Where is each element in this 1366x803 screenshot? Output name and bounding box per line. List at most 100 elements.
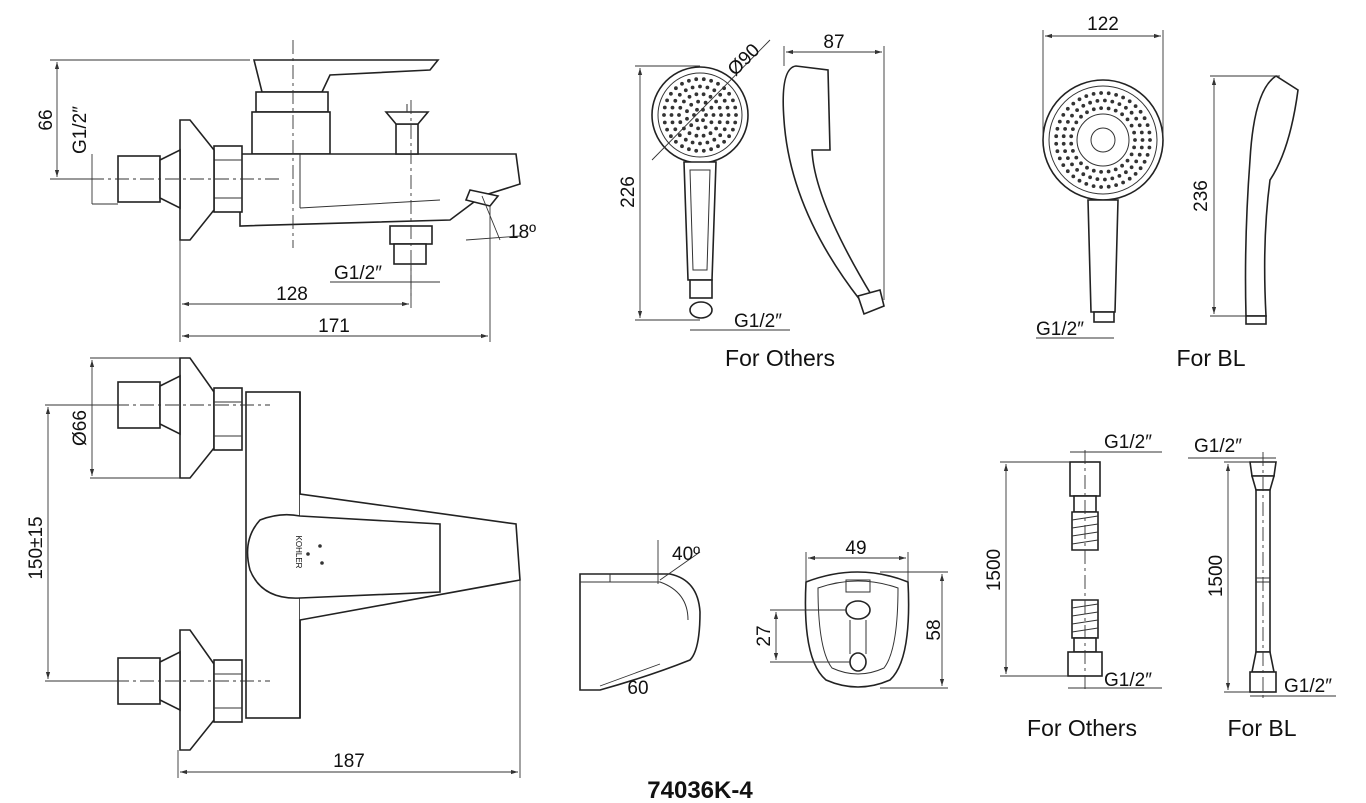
nozzle-dot bbox=[725, 120, 730, 125]
nozzle-dot bbox=[1129, 123, 1134, 128]
nozzle-dot bbox=[709, 105, 714, 110]
nozzle-dot bbox=[1091, 107, 1096, 112]
dim-hose-bl-thread-bottom: G1/2″ bbox=[1284, 676, 1332, 697]
nozzle-dot bbox=[696, 99, 700, 104]
nozzle-dot bbox=[1124, 105, 1128, 110]
nozzle-dot bbox=[1091, 184, 1096, 189]
nozzle-dot bbox=[694, 92, 699, 97]
nozzle-dot bbox=[709, 78, 713, 83]
nozzle-dot bbox=[1065, 169, 1070, 174]
dim-handshower-others-thread: G1/2″ bbox=[734, 311, 782, 332]
nozzle-dot bbox=[717, 105, 722, 110]
dim-holder-hole-spacing: 27 bbox=[754, 625, 775, 646]
nozzle-dot bbox=[1124, 170, 1128, 175]
dim-hose-others-thread-top: G1/2″ bbox=[1104, 432, 1152, 453]
nozzle-dot bbox=[1061, 163, 1066, 168]
nozzle-dot bbox=[734, 113, 738, 117]
nozzle-dot bbox=[698, 84, 702, 89]
nozzle-dot bbox=[703, 125, 708, 130]
handshower-others-front bbox=[635, 39, 790, 331]
dim-handshower-others-depth: 87 bbox=[823, 32, 844, 53]
nozzle-dot bbox=[1085, 165, 1089, 170]
nozzle-dot bbox=[719, 113, 723, 117]
nozzle-dot bbox=[1125, 158, 1130, 163]
nozzle-dot bbox=[1071, 149, 1075, 153]
nozzle-dot bbox=[1139, 130, 1144, 135]
nozzle-dot bbox=[695, 107, 699, 112]
nozzle-dot bbox=[1088, 175, 1092, 180]
nozzle-dot bbox=[1099, 91, 1103, 95]
hose-bl bbox=[1188, 452, 1336, 700]
nozzle-dot bbox=[701, 148, 706, 153]
nozzle-dot bbox=[725, 105, 730, 110]
kohler-logo: KOHLER bbox=[294, 536, 303, 569]
nozzle-dot bbox=[1121, 95, 1125, 100]
nozzle-dot bbox=[685, 116, 689, 121]
nozzle-dot bbox=[1106, 106, 1111, 111]
nozzle-dot bbox=[1071, 127, 1075, 131]
nozzle-dot bbox=[1147, 130, 1152, 135]
nozzle-dot bbox=[674, 139, 678, 144]
label-hose-bl: For BL bbox=[1227, 715, 1296, 741]
model-number: 74036K-4 bbox=[647, 777, 753, 803]
nozzle-dot bbox=[670, 120, 675, 125]
nozzle-dot bbox=[1127, 176, 1132, 181]
dim-holder-width: 49 bbox=[845, 538, 866, 559]
nozzle-dot bbox=[1138, 166, 1143, 171]
nozzle-dot bbox=[692, 113, 696, 117]
nozzle-dot bbox=[1095, 99, 1100, 103]
nozzle-dot bbox=[1110, 99, 1115, 104]
nozzle-dot bbox=[709, 147, 713, 152]
nozzle-dot bbox=[1117, 102, 1122, 106]
nozzle-dot bbox=[1140, 138, 1145, 142]
nozzle-dot bbox=[689, 123, 694, 128]
nozzle-dot bbox=[1063, 126, 1067, 131]
nozzle-dot bbox=[665, 98, 669, 103]
nozzle-dot bbox=[1114, 183, 1118, 188]
nozzle-dot bbox=[1134, 116, 1139, 121]
nozzle-dot bbox=[1133, 104, 1138, 108]
nozzle-dot bbox=[662, 105, 667, 110]
dim-spout-angle: 18º bbox=[508, 222, 536, 243]
nozzle-dot bbox=[714, 126, 718, 131]
nozzle-dot bbox=[689, 102, 694, 107]
nozzle-dot bbox=[1099, 106, 1103, 110]
dim-overall-depth: 171 bbox=[318, 316, 350, 337]
nozzle-dot bbox=[1145, 123, 1150, 127]
dim-handshower-bl-diameter: 122 bbox=[1087, 14, 1119, 35]
dim-overall-width: 187 bbox=[333, 751, 365, 772]
nozzle-dot bbox=[677, 113, 681, 117]
nozzle-dot bbox=[709, 120, 714, 125]
nozzle-dot bbox=[687, 94, 692, 99]
dim-hose-bl-thread-top: G1/2″ bbox=[1194, 436, 1242, 457]
dim-flange-diameter: Ø66 bbox=[70, 410, 91, 446]
dim-spout-detail-length: 60 bbox=[627, 678, 648, 699]
nozzle-dot bbox=[687, 78, 691, 83]
dim-handshower-bl-thread: G1/2″ bbox=[1036, 319, 1084, 340]
nozzle-dot bbox=[1106, 169, 1111, 174]
nozzle-dot bbox=[678, 120, 683, 125]
nozzle-dot bbox=[1081, 103, 1086, 108]
dim-body-height: 66 bbox=[36, 109, 57, 130]
nozzle-dot bbox=[708, 131, 713, 136]
dim-spout-detail-angle: 40º bbox=[672, 544, 700, 565]
nozzle-dot bbox=[687, 131, 692, 136]
nozzle-dot bbox=[1084, 182, 1089, 186]
nozzle-dot bbox=[716, 144, 720, 149]
nozzle-dot bbox=[1091, 168, 1096, 173]
nozzle-dot bbox=[1066, 156, 1070, 161]
nozzle-dot bbox=[1070, 162, 1074, 167]
nozzle-dot bbox=[1065, 106, 1070, 111]
nozzle-dot bbox=[1095, 177, 1100, 182]
nozzle-dot bbox=[1120, 112, 1124, 117]
mixer-side-view bbox=[50, 40, 521, 342]
nozzle-dot bbox=[727, 91, 731, 96]
dim-holder-height: 58 bbox=[924, 619, 945, 640]
nozzle-dot bbox=[694, 148, 699, 153]
nozzle-dot bbox=[1113, 108, 1118, 113]
nozzle-dot bbox=[682, 99, 686, 104]
nozzle-dot bbox=[716, 81, 720, 86]
nozzle-dot bbox=[705, 85, 710, 90]
nozzle-dot bbox=[722, 98, 727, 103]
